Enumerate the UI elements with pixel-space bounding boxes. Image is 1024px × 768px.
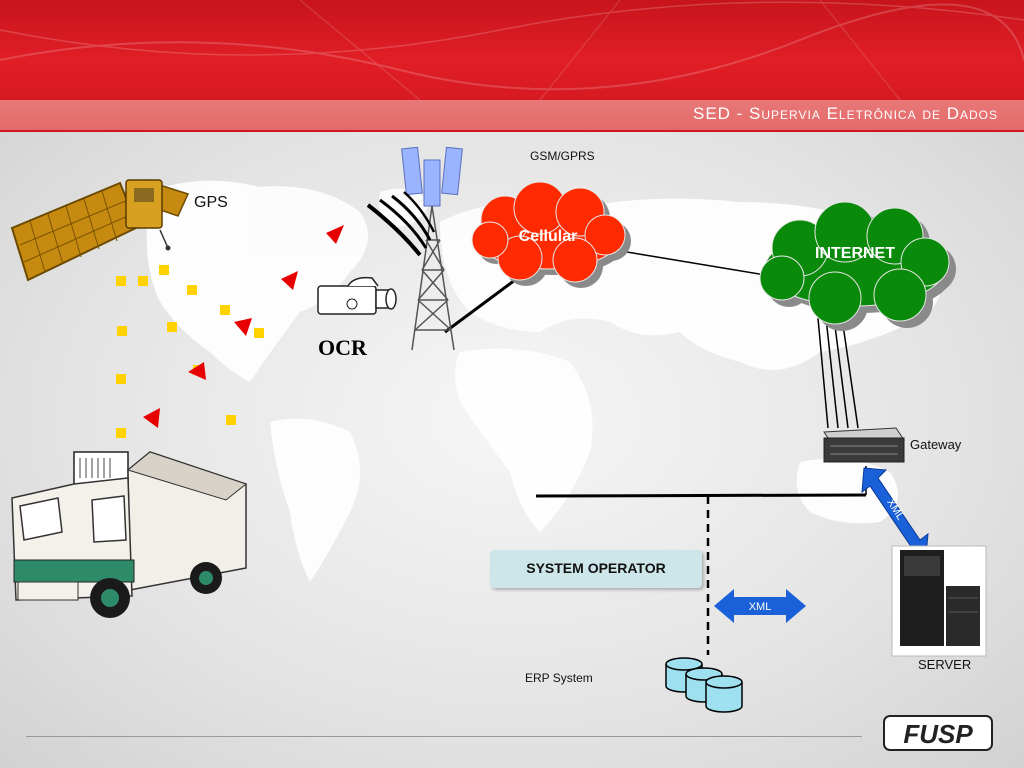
ocr-label: OCR <box>318 335 368 360</box>
cellular-cloud <box>471 181 631 288</box>
tower-cellular-link <box>444 278 516 334</box>
internet-label: INTERNET <box>815 245 895 262</box>
server-icon <box>891 545 987 657</box>
page-title: SED - Supervia Eletrônica de Dados <box>692 104 998 123</box>
gateway-label: Gateway <box>910 437 962 452</box>
gps-label: GPS <box>194 194 228 211</box>
gsm-label: GSM/GPRS <box>530 149 595 163</box>
signal-arrow-markers <box>143 225 344 428</box>
header-band <box>0 100 1024 130</box>
xml-horizontal-label: XML <box>749 601 772 613</box>
server-label: SERVER <box>918 657 971 672</box>
gps-trail-markers <box>116 265 264 438</box>
signal-waves-icon <box>366 191 436 257</box>
erp-label: ERP System <box>525 671 593 685</box>
cellular-internet-link <box>614 249 766 276</box>
fusp-logo: FUSP <box>883 715 993 751</box>
fusp-logo-text: FUSP <box>903 719 973 749</box>
internet-gateway-links <box>817 317 859 429</box>
cell-tower-icon <box>401 146 463 351</box>
internet-cloud <box>759 201 956 331</box>
header-banner: SED - Supervia Eletrônica de Dados <box>0 0 1024 132</box>
bus-line <box>535 493 867 498</box>
database-icon <box>665 657 743 713</box>
gateway-server-icon <box>823 427 905 463</box>
camera-icon <box>317 276 397 315</box>
xml-horizontal-arrow <box>714 589 806 623</box>
system-operator-box: SYSTEM OPERATOR <box>490 550 702 588</box>
system-operator-label: SYSTEM OPERATOR <box>526 560 666 576</box>
cellular-label: Cellular <box>519 228 578 245</box>
satellite-icon <box>10 179 190 282</box>
truck-icon <box>11 451 248 618</box>
header-texture <box>0 0 1024 100</box>
footer-divider <box>26 736 862 737</box>
